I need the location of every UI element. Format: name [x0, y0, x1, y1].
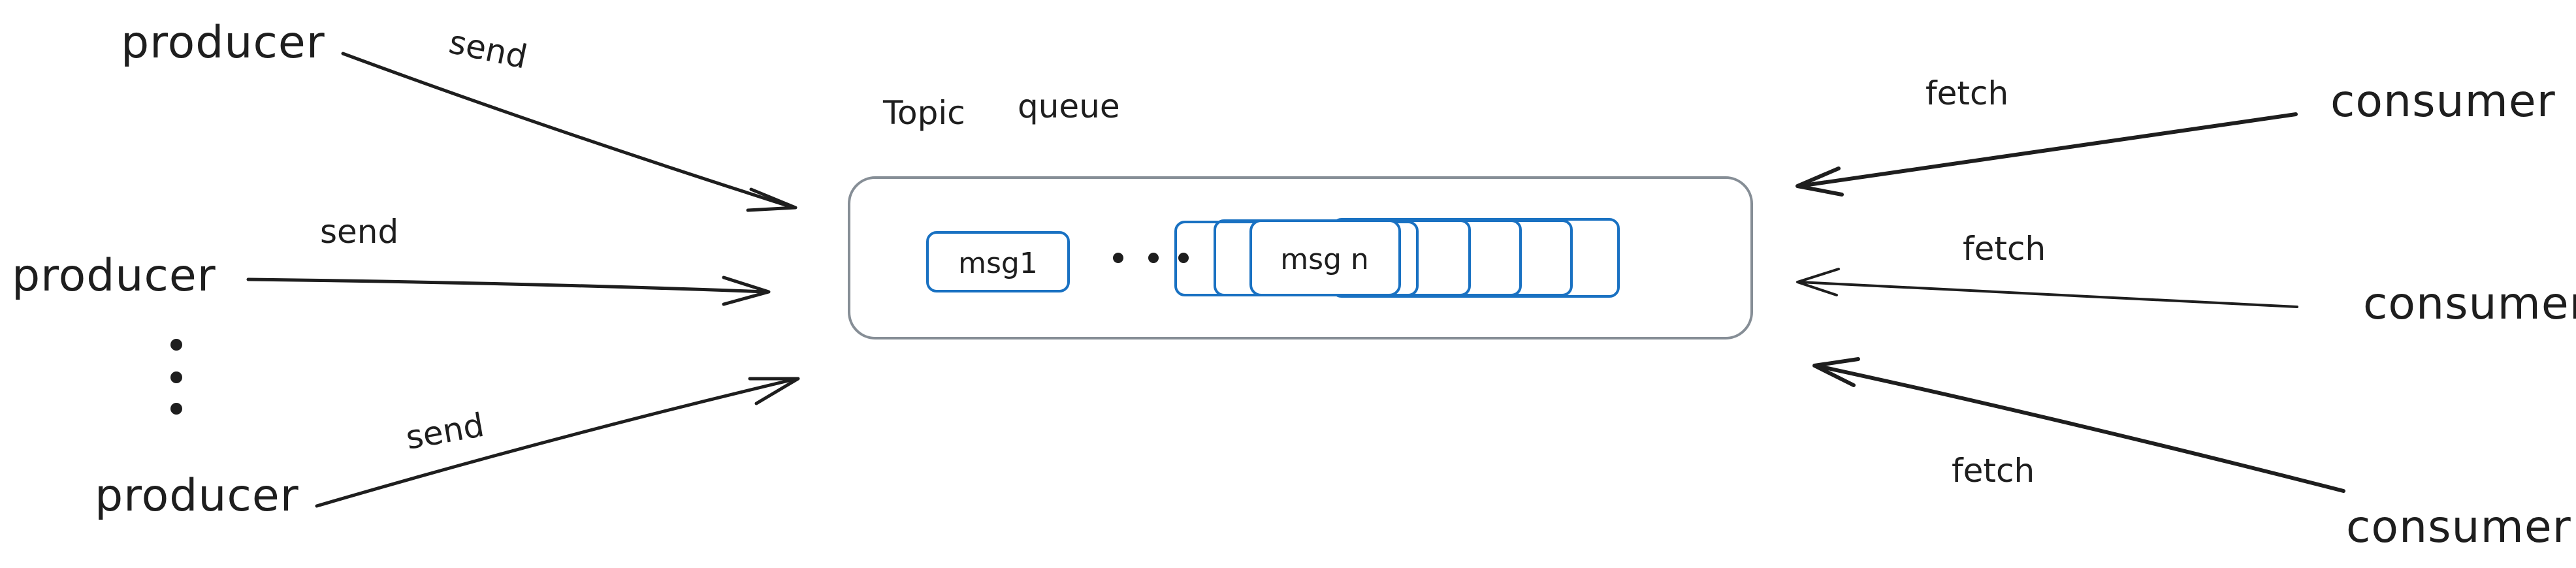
- consumer-label-1: consumer: [2330, 76, 2556, 127]
- fetch-arrow-2: [1796, 268, 2298, 308]
- message-label-last: msg n: [1280, 243, 1369, 276]
- producer-label-2: producer: [12, 250, 216, 302]
- message-box-first: [926, 231, 1070, 292]
- send-label-3: send: [403, 406, 487, 457]
- fetch-label-2: fetch: [1963, 230, 2046, 268]
- send-arrow-2: [246, 276, 771, 306]
- fetch-arrow-3: [1812, 357, 2345, 493]
- message-ellipsis: [1113, 253, 1189, 263]
- fetch-label-1: fetch: [1925, 74, 2008, 112]
- consumer-label-2: consumer: [2363, 278, 2576, 330]
- vertical-ellipsis: [170, 339, 182, 415]
- send-arrow-3: [315, 377, 800, 508]
- fetch-label-3: fetch: [1952, 452, 2035, 490]
- send-label-2: send: [320, 213, 398, 251]
- queue-label: queue: [1018, 87, 1120, 125]
- message-label-first: msg1: [958, 247, 1038, 280]
- message-box-last: [1249, 219, 1401, 296]
- send-arrow-1: [341, 52, 797, 212]
- producer-label-1: producer: [121, 17, 325, 69]
- producer-label-3: producer: [95, 470, 299, 522]
- fetch-arrow-1: [1795, 112, 2298, 197]
- topic-queue-container: [848, 176, 1753, 339]
- topic-label: Topic: [882, 94, 965, 132]
- consumer-label-3: consumer: [2346, 501, 2571, 553]
- send-label-1: send: [446, 23, 531, 76]
